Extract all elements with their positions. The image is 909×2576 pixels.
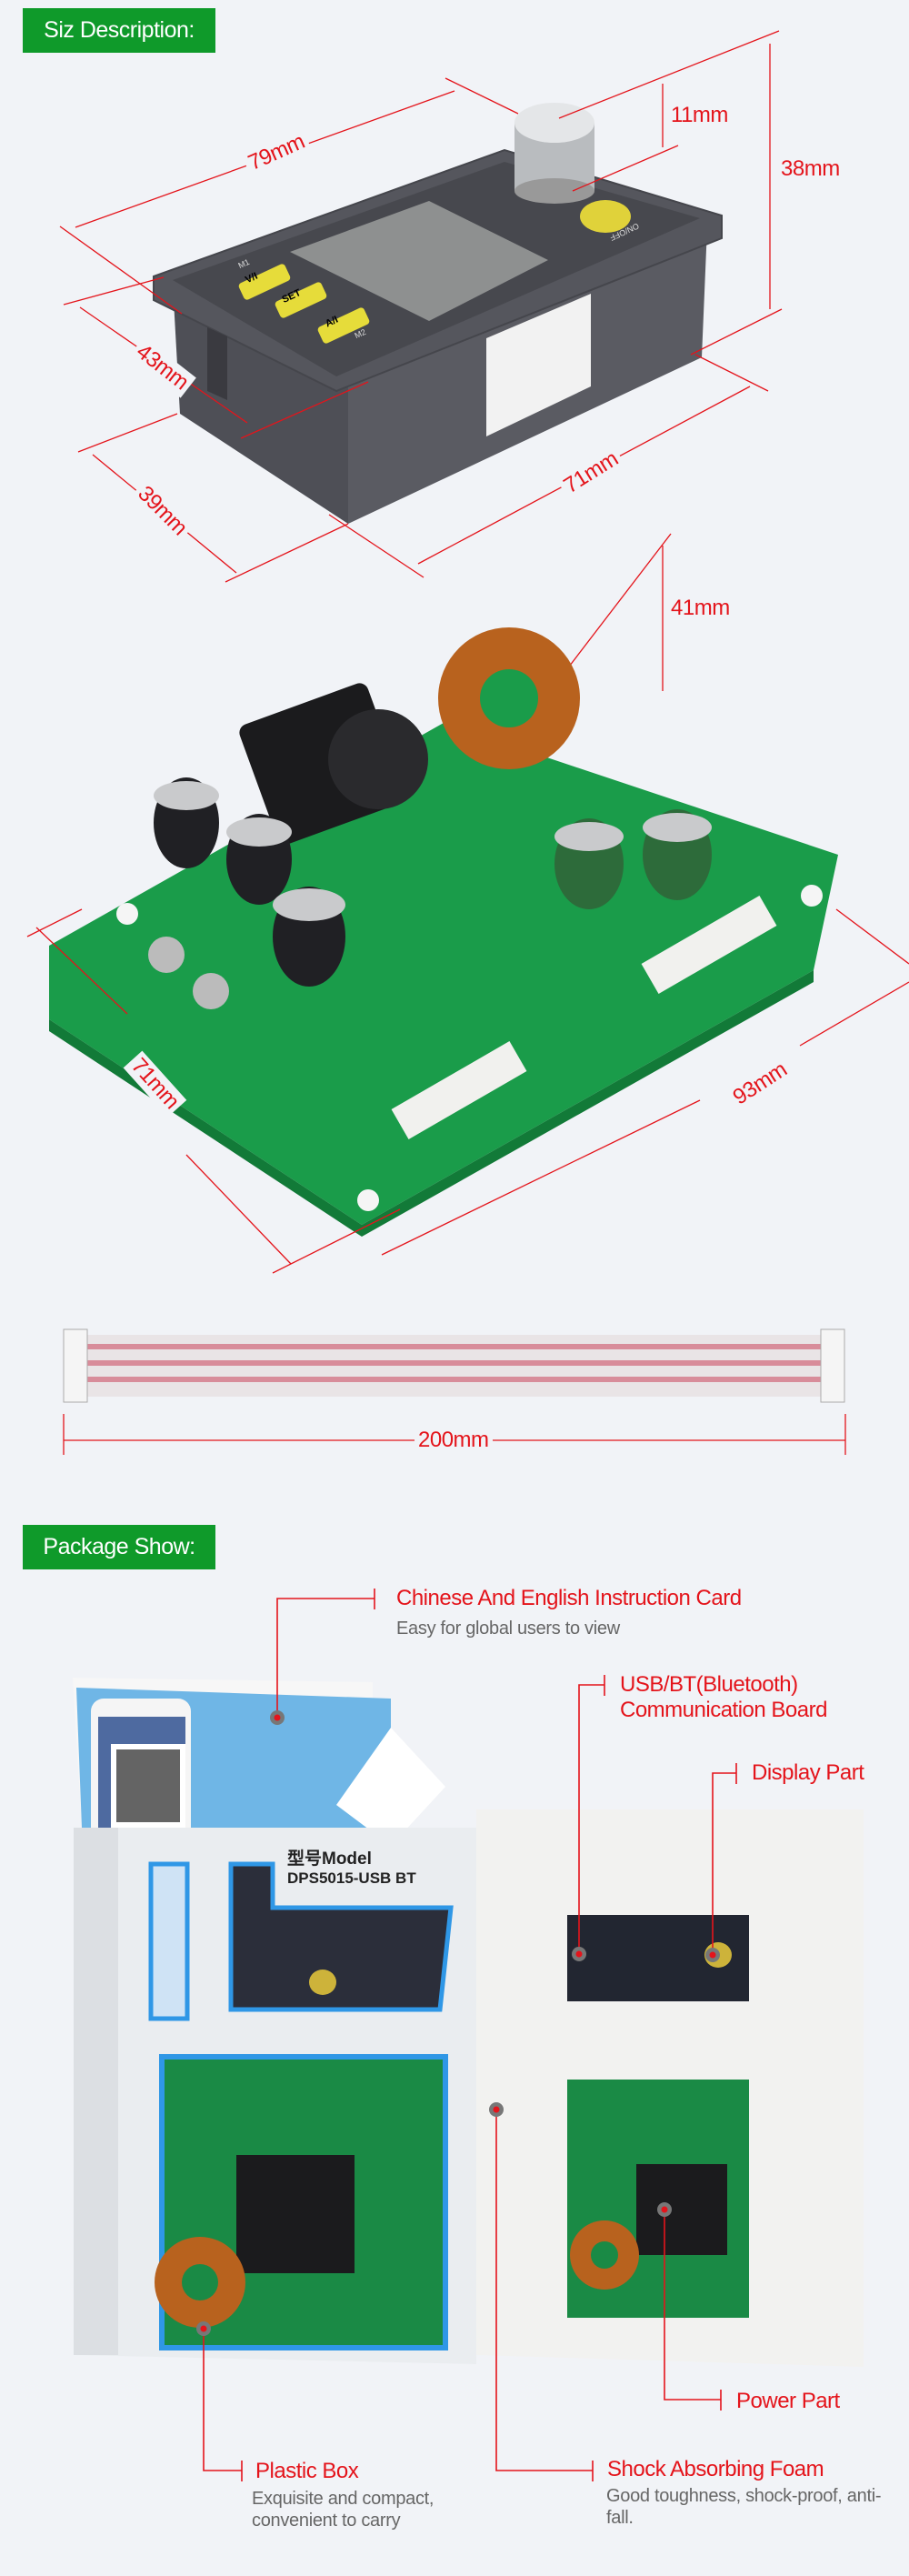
power-board-image [49,627,838,1237]
dim-cable-200: 200mm [415,1428,493,1453]
size-illustrations [26,30,909,1455]
box-model-label: 型号Model [287,1849,372,1869]
callout-instruction-card-subtitle: Easy for global users to view [396,1619,620,1639]
dim-height-38: 38mm [781,156,840,181]
dim-knob-11: 11mm [671,103,728,127]
display-module-image [153,103,723,524]
callout-communication-board: USB/BT(Bluetooth) Communication Board [620,1672,827,1722]
size-description-banner: Siz Description: [23,8,215,53]
callout-dots [196,1710,720,2336]
callout-shock-foam: Shock Absorbing Foam [607,2457,824,2481]
package-show-banner: Package Show: [23,1525,215,1569]
callout-plastic-box: Plastic Box [255,2459,359,2483]
callout-instruction-card: Chinese And English Instruction Card [396,1586,742,1610]
ribbon-cable-image [63,1328,845,1403]
board-dimension-lines [26,908,909,1274]
callout-power-part: Power Part [736,2389,840,2413]
callout-shock-foam-subtitle: Good toughness, shock-proof, anti-fall. [606,2486,882,2528]
callout-plastic-box-subtitle: Exquisite and compact, convenient to car… [252,2489,435,2531]
dim-board-height-41: 41mm [671,596,730,620]
callout-display-part: Display Part [752,1760,864,1785]
callout-lines [203,1589,737,2481]
box-model-number: DPS5015-USB BT [287,1869,416,1887]
